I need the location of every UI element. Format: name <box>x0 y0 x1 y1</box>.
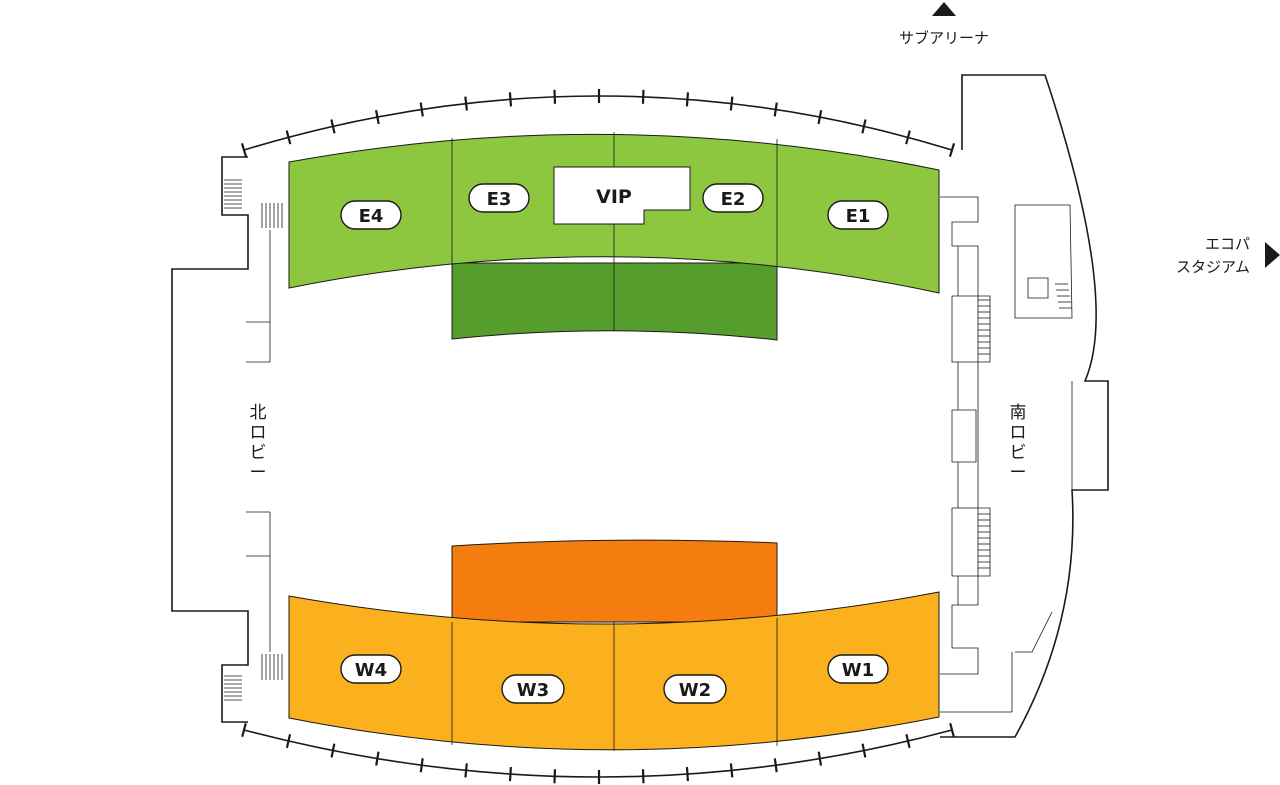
svg-text:W4: W4 <box>355 660 387 681</box>
concourse-marker <box>861 119 867 134</box>
svg-text:W3: W3 <box>517 680 549 701</box>
svg-text:W2: W2 <box>679 680 711 701</box>
svg-text:ビ: ビ <box>1010 443 1027 463</box>
ecopa-stadium-direction[interactable]: エコパ スタジアム <box>1176 235 1280 276</box>
svg-text:サブアリーナ: サブアリーナ <box>899 29 989 47</box>
svg-text:北: 北 <box>250 403 267 423</box>
svg-text:エコパ: エコパ <box>1205 235 1250 253</box>
block-e2[interactable]: E2 <box>702 183 764 213</box>
svg-text:W1: W1 <box>842 660 874 681</box>
concourse-marker <box>905 733 911 749</box>
north-lobby-label: 北 ロ ビ ー <box>250 403 267 483</box>
concourse-marker <box>773 102 778 117</box>
concourse-marker <box>685 92 690 107</box>
concourse-marker <box>464 96 468 111</box>
svg-text:南: 南 <box>1010 403 1027 423</box>
west-lower-section <box>451 539 778 623</box>
block-e3[interactable]: E3 <box>468 183 530 213</box>
svg-text:ビ: ビ <box>250 443 267 463</box>
triangle-up-icon <box>932 2 956 16</box>
block-w4[interactable]: W4 <box>340 654 402 684</box>
concourse-marker <box>949 722 955 738</box>
concourse-markers-north <box>240 89 956 158</box>
concourse-marker <box>508 92 513 107</box>
triangle-right-icon <box>1265 242 1280 268</box>
concourse-marker <box>419 102 424 117</box>
concourse-marker <box>240 142 248 158</box>
concourse-marker <box>241 722 247 738</box>
concourse-marker <box>641 89 645 104</box>
concourse-marker <box>553 89 557 104</box>
concourse-marker <box>508 767 512 782</box>
concourse-marker <box>729 763 734 778</box>
svg-text:E4: E4 <box>359 206 384 227</box>
svg-text:ー: ー <box>250 463 267 483</box>
svg-text:ー: ー <box>1010 463 1027 483</box>
concourse-marker <box>374 110 380 125</box>
concourse-marker <box>375 751 380 766</box>
concourse-marker <box>905 130 911 145</box>
concourse-marker <box>861 743 867 758</box>
concourse-marker <box>948 142 956 158</box>
stairs-north-upper <box>224 179 283 228</box>
east-lower-section <box>451 262 778 341</box>
concourse-marker <box>817 751 823 766</box>
concourse-marker <box>330 119 336 134</box>
svg-text:E3: E3 <box>487 189 512 210</box>
vip-box[interactable]: VIP <box>553 166 691 225</box>
sub-arena-direction[interactable]: サブアリーナ <box>899 2 989 47</box>
block-w3[interactable]: W3 <box>501 674 565 704</box>
concourse-marker <box>285 733 292 749</box>
block-w2[interactable]: W2 <box>663 674 727 704</box>
svg-text:ロ: ロ <box>1010 423 1027 443</box>
svg-text:ロ: ロ <box>250 423 267 443</box>
stairs-south-annex <box>1055 283 1072 309</box>
stairs-north-lower <box>224 654 283 701</box>
concourse-marker <box>817 110 823 125</box>
concourse-marker <box>330 743 336 758</box>
east-stand <box>288 132 940 341</box>
concourse-marker <box>729 96 734 111</box>
concourse-markers-south <box>241 722 955 784</box>
vip-label: VIP <box>596 186 632 208</box>
concourse-marker <box>285 130 292 145</box>
svg-text:E1: E1 <box>846 206 871 227</box>
south-lobby-label: 南 ロ ビ ー <box>1010 403 1027 483</box>
west-stand <box>288 539 940 751</box>
block-e4[interactable]: E4 <box>340 200 402 230</box>
stairs-south-lower <box>978 513 990 569</box>
svg-text:E2: E2 <box>721 189 746 210</box>
stairs-south-upper <box>978 299 990 355</box>
block-e1[interactable]: E1 <box>827 200 889 230</box>
concourse-marker <box>419 758 424 773</box>
concourse-marker <box>685 767 689 782</box>
svg-text:スタジアム: スタジアム <box>1176 258 1250 276</box>
block-w1[interactable]: W1 <box>827 654 889 684</box>
concourse-marker <box>773 758 778 773</box>
concourse-marker <box>464 763 468 778</box>
